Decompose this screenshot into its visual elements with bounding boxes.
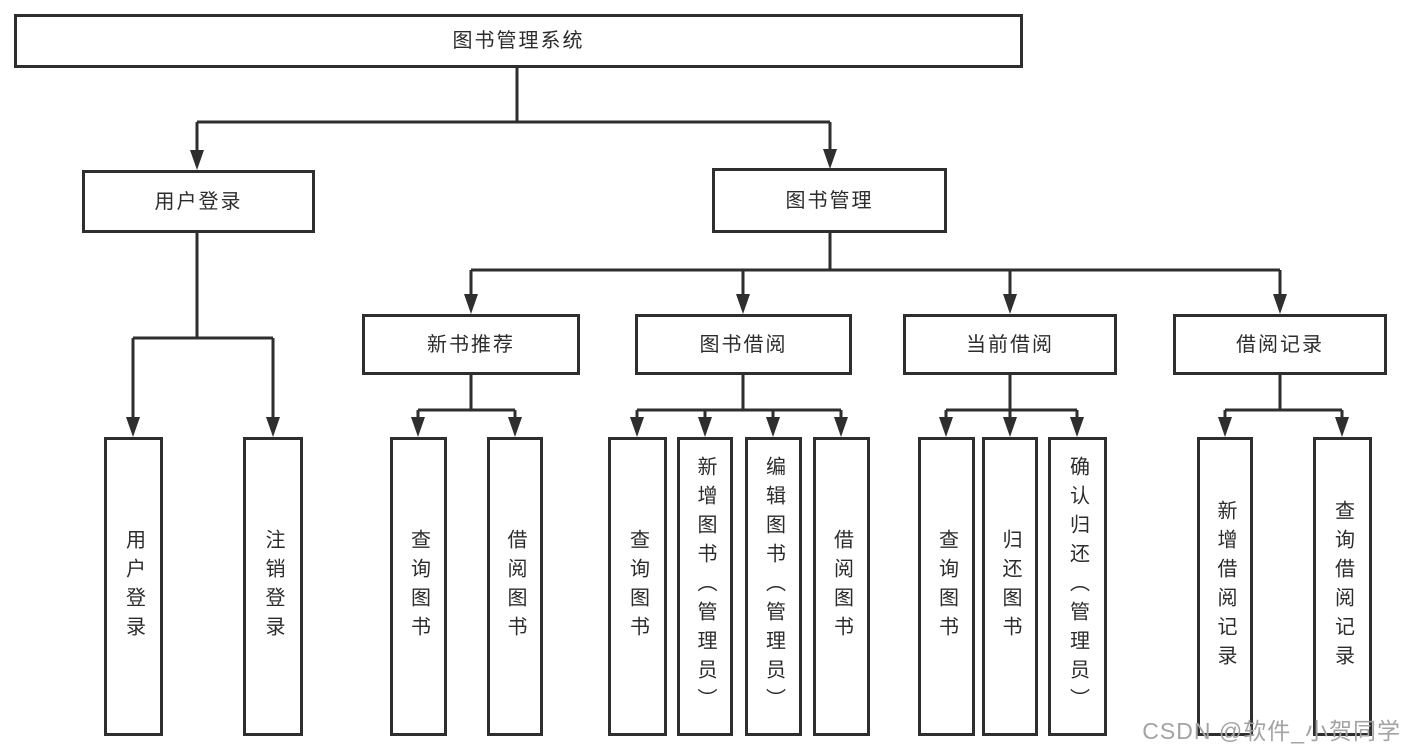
leaf-add-borrow-record: 新增借阅记录 bbox=[1197, 437, 1253, 736]
leaf-borrow-books-1: 借阅图书 bbox=[487, 437, 543, 736]
node-book-management: 图书管理 bbox=[712, 168, 947, 233]
leaf-borrow-books-2: 借阅图书 bbox=[813, 437, 870, 736]
node-user-login: 用户登录 bbox=[82, 170, 315, 233]
leaf-return-books: 归还图书 bbox=[982, 437, 1038, 736]
leaf-user-login: 用户登录 bbox=[104, 437, 163, 736]
leaf-query-books-2: 查询图书 bbox=[608, 437, 667, 736]
node-new-book-recommendation: 新书推荐 bbox=[362, 314, 580, 375]
node-library-management-system: 图书管理系统 bbox=[14, 14, 1023, 68]
csdn-watermark: CSDN @软件_小贺同学 bbox=[1142, 718, 1401, 744]
leaf-add-books-admin: 新增图书（管理员） bbox=[677, 437, 733, 736]
node-book-borrowing: 图书借阅 bbox=[635, 314, 852, 375]
leaf-query-borrow-record: 查询借阅记录 bbox=[1313, 437, 1372, 736]
node-borrowing-records: 借阅记录 bbox=[1173, 314, 1387, 375]
node-current-borrowing: 当前借阅 bbox=[903, 314, 1117, 375]
leaf-confirm-return-admin: 确认归还（管理员） bbox=[1048, 437, 1107, 736]
leaf-edit-books-admin: 编辑图书（管理员） bbox=[745, 437, 802, 736]
leaf-query-books-1: 查询图书 bbox=[390, 437, 447, 736]
leaf-logout: 注销登录 bbox=[243, 437, 303, 736]
leaf-query-books-3: 查询图书 bbox=[918, 437, 975, 736]
